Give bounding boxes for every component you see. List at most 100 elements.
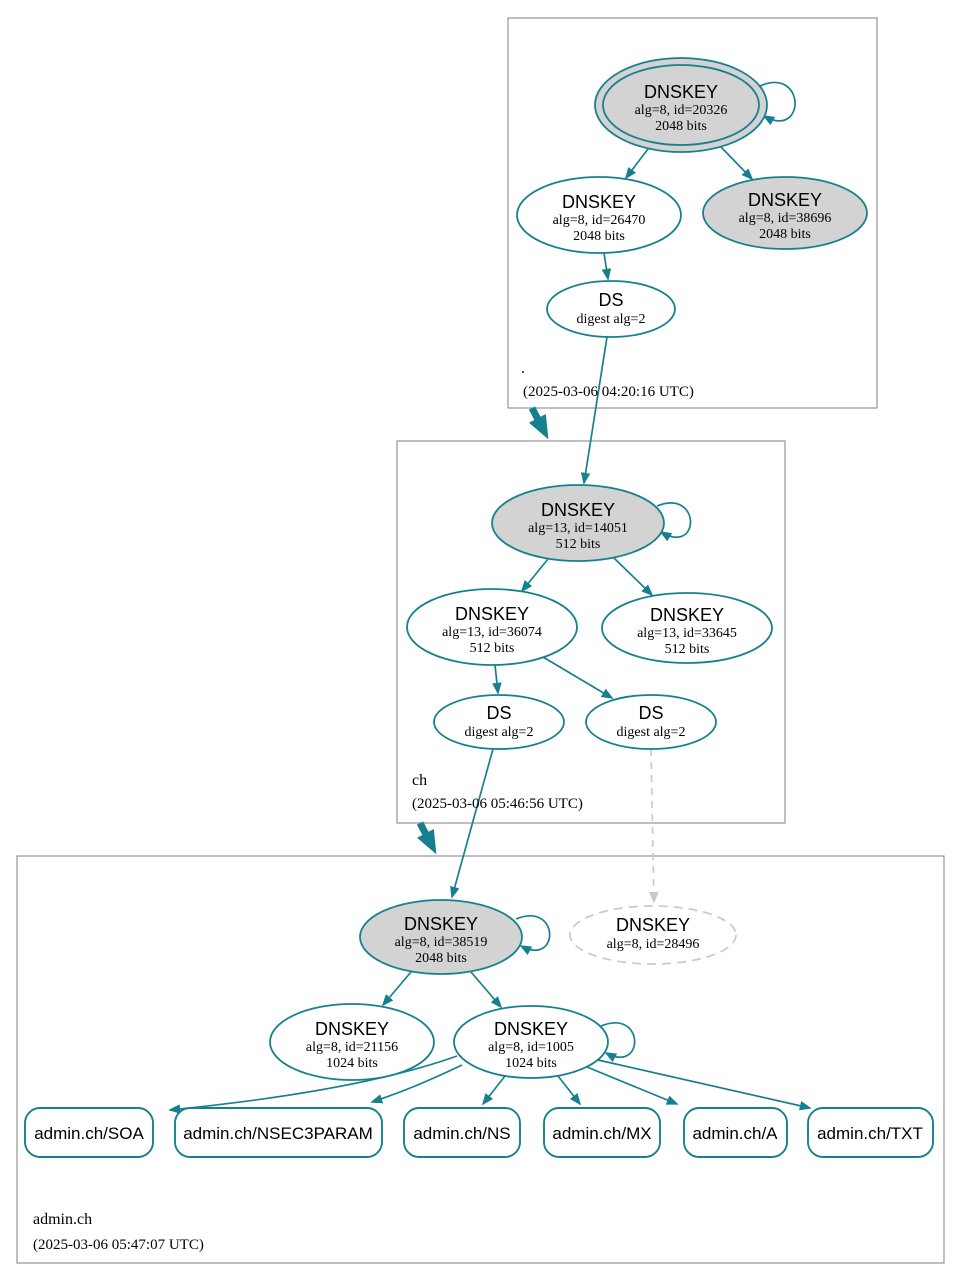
node-dnskey-21156: DNSKEY alg=8, id=21156 1024 bits <box>269 1003 435 1081</box>
dnskey-38696-detail: alg=8, id=38696 <box>739 211 832 226</box>
edge-1005-a <box>586 1066 679 1105</box>
rrset-ns-label: admin.ch/NS <box>413 1124 510 1143</box>
dnskey-38696-ellipse <box>702 176 868 250</box>
edge-14051-36074 <box>520 558 549 593</box>
ch-ds-left-title: DS <box>486 703 511 723</box>
edge-36074-ds-left <box>492 664 502 695</box>
edge-38519-21156 <box>381 971 412 1007</box>
edge-1005-txt <box>597 1059 812 1111</box>
dnskey-20326-outer-ring <box>594 57 768 153</box>
edge-root-ds-14051 <box>580 336 608 485</box>
dnskey-1005-ellipse <box>453 1005 609 1079</box>
root-ds-ellipse <box>546 280 676 338</box>
dnskey-33645-bits: 512 bits <box>665 642 710 657</box>
edge-self-sign-14051 <box>656 502 692 542</box>
rrset-mx-box <box>543 1107 661 1158</box>
node-root-ds: DS digest alg=2 <box>546 280 676 338</box>
dnskey-38519-ellipse <box>359 899 523 975</box>
edge-14051-33645 <box>613 557 654 597</box>
dnskey-21156-detail: alg=8, id=21156 <box>306 1040 398 1055</box>
ch-ds-left-detail: digest alg=2 <box>465 725 534 740</box>
node-ch-ds-right: DS digest alg=2 <box>585 694 717 750</box>
dnskey-33645-ellipse <box>601 592 773 664</box>
rrset-admin-ch-ns: admin.ch/NS <box>403 1107 521 1158</box>
edge-1005-nsec3param <box>370 1064 463 1104</box>
dnskey-14051-title: DNSKEY <box>541 500 615 520</box>
rrset-admin-ch-mx: admin.ch/MX <box>543 1107 661 1158</box>
dnskey-28496-title: DNSKEY <box>616 915 690 935</box>
rrset-soa-box <box>24 1107 154 1158</box>
dnskey-20326-bits: 2048 bits <box>655 119 707 134</box>
ch-ds-right-title: DS <box>638 703 663 723</box>
node-dnskey-38519: DNSKEY alg=8, id=38519 2048 bits <box>359 899 523 975</box>
zone-label-ch: ch <box>412 772 427 789</box>
root-ds-title: DS <box>598 290 623 310</box>
node-dnskey-38696: DNSKEY alg=8, id=38696 2048 bits <box>702 176 868 250</box>
dnskey-36074-bits: 512 bits <box>470 641 515 656</box>
edge-delegation-root-ch <box>528 406 549 440</box>
edge-delegation-ch-admin-ch <box>416 821 437 855</box>
dnskey-28496-ellipse <box>569 905 737 965</box>
node-dnskey-36074: DNSKEY alg=13, id=36074 512 bits <box>406 588 578 666</box>
rrset-txt-box <box>807 1107 934 1158</box>
rrset-a-label: admin.ch/A <box>692 1124 778 1143</box>
dnskey-1005-detail: alg=8, id=1005 <box>488 1040 574 1055</box>
dnskey-38519-bits: 2048 bits <box>415 951 467 966</box>
zone-label-admin-ch: admin.ch <box>33 1211 92 1228</box>
dnskey-21156-title: DNSKEY <box>315 1019 389 1039</box>
zone-timestamp-admin-ch: (2025-03-06 05:47:07 UTC) <box>33 1237 204 1253</box>
dnskey-36074-ellipse <box>406 588 578 666</box>
dnskey-38519-detail: alg=8, id=38519 <box>395 935 488 950</box>
edge-38519-1005 <box>470 971 503 1009</box>
rrset-nsec3param-box <box>174 1107 383 1158</box>
dnskey-20326-inner-ring <box>602 64 760 146</box>
node-dnskey-33645: DNSKEY alg=13, id=33645 512 bits <box>601 592 773 664</box>
dnskey-38696-title: DNSKEY <box>748 190 822 210</box>
root-ds-detail: digest alg=2 <box>577 312 646 327</box>
rrset-soa-label: admin.ch/SOA <box>34 1124 144 1143</box>
ch-ds-right-detail: digest alg=2 <box>617 725 686 740</box>
dnskey-33645-title: DNSKEY <box>650 605 724 625</box>
zone-label-root: . <box>521 360 525 377</box>
dnskey-21156-bits: 1024 bits <box>326 1056 378 1071</box>
edge-1005-ns <box>481 1075 506 1106</box>
rrset-mx-label: admin.ch/MX <box>552 1124 651 1143</box>
dnskey-26470-bits: 2048 bits <box>573 229 625 244</box>
dnskey-26470-ellipse <box>516 176 682 254</box>
node-dnskey-14051: DNSKEY alg=13, id=14051 512 bits <box>491 484 665 562</box>
rrset-admin-ch-a: admin.ch/A <box>683 1107 788 1158</box>
rrset-admin-ch-txt: admin.ch/TXT <box>807 1107 934 1158</box>
edge-self-sign-38519 <box>515 915 551 956</box>
edge-1005-mx <box>557 1075 582 1106</box>
dnskey-36074-title: DNSKEY <box>455 604 529 624</box>
rrset-nsec3param-label: admin.ch/NSEC3PARAM <box>183 1124 373 1143</box>
rrset-txt-label: admin.ch/TXT <box>817 1124 923 1143</box>
edge-36074-ds-right <box>542 656 614 699</box>
zone-timestamp-root: (2025-03-06 04:20:16 UTC) <box>523 384 694 400</box>
dnskey-14051-ellipse <box>491 484 665 562</box>
dnskey-14051-detail: alg=13, id=14051 <box>528 521 628 536</box>
dnskey-38696-bits: 2048 bits <box>759 227 811 242</box>
edge-self-sign-20326 <box>759 81 796 126</box>
node-dnskey-26470: DNSKEY alg=8, id=26470 2048 bits <box>516 176 682 254</box>
node-dnskey-1005: DNSKEY alg=8, id=1005 1024 bits <box>453 1005 609 1079</box>
dnskey-26470-detail: alg=8, id=26470 <box>553 213 646 228</box>
dnskey-36074-detail: alg=13, id=36074 <box>442 625 542 640</box>
edge-1005-soa <box>168 1055 458 1114</box>
dnskey-1005-bits: 1024 bits <box>505 1056 557 1071</box>
edge-26470-ds <box>601 252 612 281</box>
dnskey-28496-detail: alg=8, id=28496 <box>607 937 700 952</box>
rrset-a-box <box>683 1107 788 1158</box>
dnskey-33645-detail: alg=13, id=33645 <box>637 626 737 641</box>
rrset-ns-box <box>403 1107 521 1158</box>
ch-ds-left-ellipse <box>433 694 565 750</box>
edge-20326-26470 <box>624 148 649 180</box>
rrset-admin-ch-nsec3param: admin.ch/NSEC3PARAM <box>174 1107 383 1158</box>
edge-20326-38696 <box>720 146 754 181</box>
dnskey-26470-title: DNSKEY <box>562 192 636 212</box>
edge-self-sign-1005 <box>600 1022 636 1063</box>
edge-ch-ds-38519 <box>450 748 494 899</box>
dnskey-21156-ellipse <box>269 1003 435 1081</box>
